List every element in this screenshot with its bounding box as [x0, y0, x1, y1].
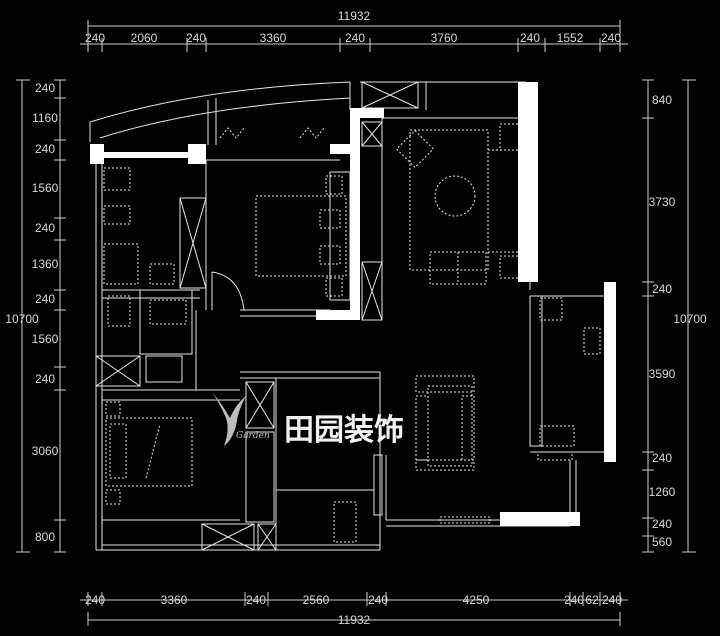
bottom-dim-3: 2560 — [303, 593, 330, 607]
top-dim-8: 240 — [601, 31, 621, 45]
left-total-dim: 10700 — [5, 312, 39, 326]
brand-logo: Garden 田园装饰 — [212, 392, 404, 448]
left-dim-1: 1160 — [32, 111, 58, 125]
logo-brand-text: 田园装饰 — [284, 413, 404, 448]
bottom-dim-7: 62 — [585, 593, 599, 607]
right-dim-3: 3590 — [649, 367, 676, 381]
bottom-dim-5: 4250 — [463, 593, 490, 607]
right-dimension-chain: 10700 840 3730 240 3590 240 1260 240 560 — [642, 79, 707, 553]
top-dim-6: 240 — [520, 31, 540, 45]
right-dim-6: 240 — [652, 517, 672, 531]
structural-walls — [90, 82, 616, 526]
right-dim-0: 840 — [652, 93, 672, 107]
right-dim-2: 240 — [652, 282, 672, 296]
bottom-dim-8: 240 — [602, 593, 622, 607]
top-dim-4: 240 — [345, 31, 365, 45]
top-dimension-chain: 11932 240 2060 240 3360 240 3760 240 155… — [80, 9, 628, 52]
left-dim-0: 240 — [35, 81, 55, 95]
left-dimension-chain: 10700 240 1160 240 1560 240 1360 240 156… — [5, 79, 66, 553]
plan-outline — [89, 81, 604, 551]
left-dim-3: 1560 — [32, 181, 59, 195]
left-dim-5: 1360 — [32, 257, 59, 271]
bird-logo-icon — [212, 392, 246, 446]
bottom-dimension-chain: 240 3360 240 2560 240 4250 240 62 240 11… — [80, 592, 628, 627]
top-total-dim: 11932 — [338, 9, 371, 23]
bottom-dim-0: 240 — [85, 593, 105, 607]
left-dim-8: 240 — [35, 372, 55, 386]
top-dim-0: 240 — [85, 31, 105, 45]
right-dim-4: 240 — [652, 451, 672, 465]
bottom-total-dim: 11932 — [338, 613, 371, 627]
bottom-dim-1: 3360 — [161, 593, 188, 607]
right-dim-1: 3730 — [649, 195, 676, 209]
logo-script-text: Garden — [236, 431, 270, 441]
furniture-layout — [103, 123, 601, 543]
top-dim-3: 3360 — [260, 31, 287, 45]
bottom-dim-2: 240 — [246, 593, 266, 607]
left-dim-2: 240 — [35, 142, 55, 156]
top-dim-1: 2060 — [131, 31, 158, 45]
right-total-dim: 10700 — [673, 312, 707, 326]
right-dim-7: 560 — [652, 535, 672, 549]
left-dim-4: 240 — [35, 221, 55, 235]
bottom-dim-6: 240 — [564, 593, 584, 607]
bottom-dim-4: 240 — [368, 593, 388, 607]
left-dim-6: 240 — [35, 292, 55, 306]
right-dim-5: 1260 — [649, 485, 676, 499]
top-dim-2: 240 — [186, 31, 206, 45]
left-dim-7: 1560 — [32, 332, 59, 346]
top-dim-7: 1552 — [557, 31, 584, 45]
left-dim-9: 3060 — [32, 444, 59, 458]
left-dim-10: 800 — [35, 530, 55, 544]
top-dim-5: 3760 — [431, 31, 458, 45]
